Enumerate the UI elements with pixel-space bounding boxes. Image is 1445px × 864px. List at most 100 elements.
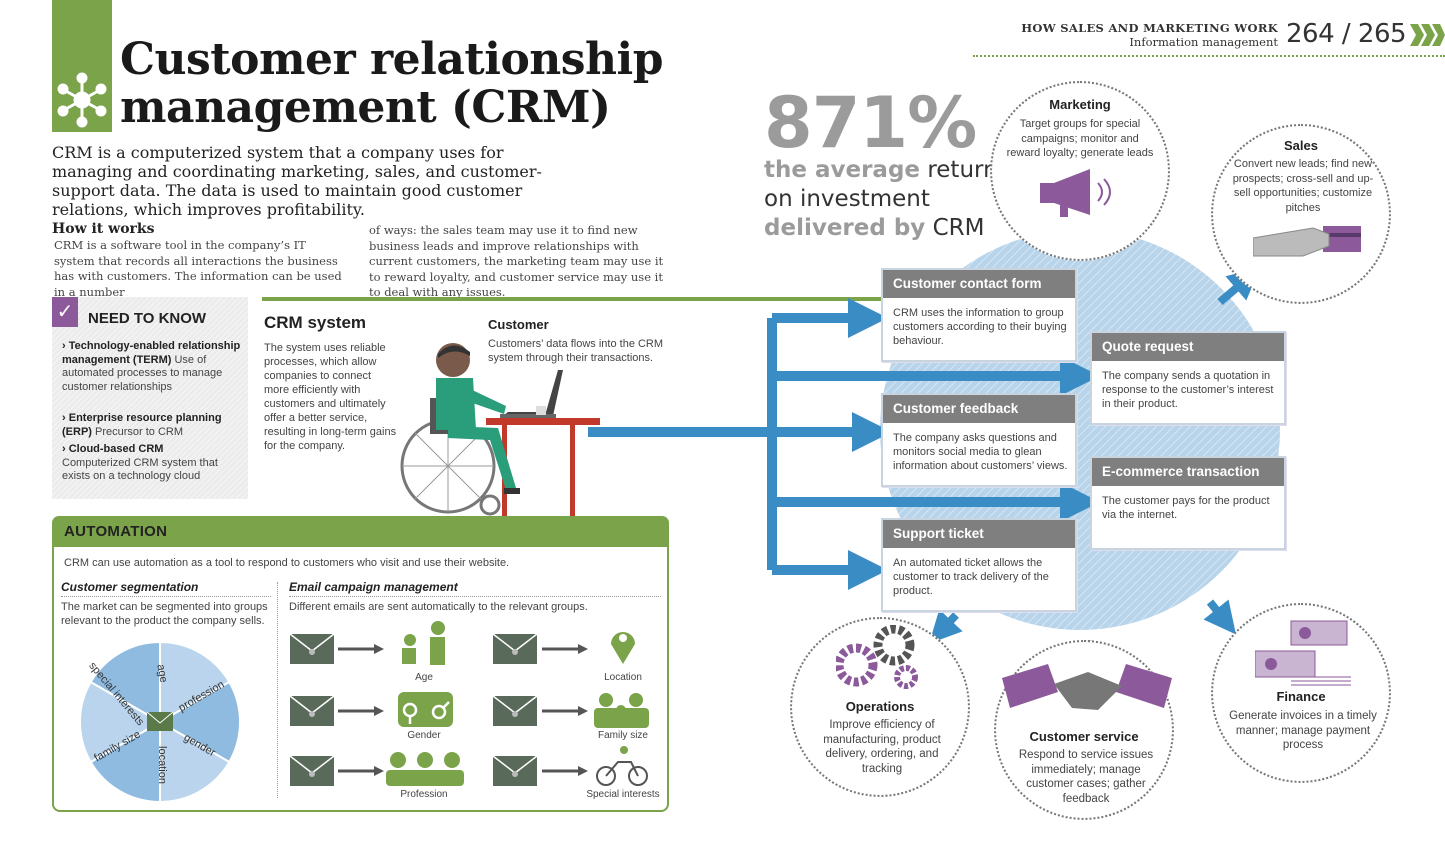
stat-line2: on investment [764,186,930,212]
card-customer-contact-form: Customer contact form CRM uses the infor… [881,268,1077,362]
envelope-icon [492,695,538,727]
marketing-circle: Marketing Target groups for special camp… [990,81,1170,261]
card-text: The company sends a quotation in respons… [1102,370,1274,410]
crm-system-heading: CRM system [264,313,367,332]
circle-text: Generate invoices in a timely manner; ma… [1229,710,1377,751]
card-ecommerce-transaction: E-commerce transaction The customer pays… [1090,456,1286,550]
group-label: Location [604,672,642,683]
stat-line3-grey: delivered by [764,215,926,241]
card-title: Customer feedback [883,395,1075,423]
card-customer-feedback: Customer feedback The company asks quest… [881,393,1077,487]
operations-circle: Operations Improve efficiency of manufac… [790,617,970,797]
wheel-label: location [156,746,168,784]
location-pin-icon [611,632,635,664]
automation-heading: AUTOMATION [64,523,168,540]
need-to-know-heading: NEED TO KNOW [88,310,207,327]
title-line-1: Customer relationship [120,34,664,85]
card-text: The customer pays for the product via th… [1102,495,1270,521]
segmentation-divider [61,596,271,597]
ntk-item: › Enterprise resource planning (ERP) Pre… [62,412,222,438]
intro-paragraph: CRM is a computerized system that a comp… [52,143,542,219]
header-rule [973,55,1445,57]
envelope-icon [492,633,538,665]
card-payment-icon [1253,226,1361,257]
column-divider [277,582,278,798]
how-it-works-col2: of ways: the sales team may use it to fi… [369,223,664,299]
envelope-icon [492,755,538,787]
circle-title: Finance [1276,689,1326,704]
need-to-know-box [52,297,248,499]
group-label: Gender [407,730,441,741]
checkmark-icon: ✓ [52,297,78,327]
circle-title: Marketing [1049,97,1111,112]
banknotes-icon [1255,620,1351,686]
email-envelope-icon [147,712,173,731]
automation-intro: CRM can use automation as a tool to resp… [64,557,510,569]
finance-circle: Finance Generate invoices in a timely ma… [1211,603,1391,783]
section-tab [52,0,112,132]
how-it-works-heading: How it works [52,221,155,237]
group-label: Age [415,672,433,683]
circle-text: Convert new leads; find new prospects; c… [1232,158,1374,214]
circle-title: Customer service [1029,729,1139,744]
group-label: Special interests [586,789,659,800]
handshake-icon [1002,664,1172,710]
gears-icon [836,625,918,689]
circle-title: Operations [845,699,915,714]
running-head-subsection: Information management [1129,35,1278,49]
megaphone-icon [1040,169,1111,217]
card-title: Customer contact form [883,270,1075,298]
card-title: E-commerce transaction [1092,458,1284,486]
group-label: Family size [598,730,648,741]
ntk-item: › Technology-enabled relationship manage… [62,340,241,393]
stat-number: 871% [764,82,977,164]
segmentation-text: The market can be segmented into groups … [61,601,268,627]
stat-line1: return [927,157,998,183]
envelope-icon [289,633,335,665]
card-text: CRM uses the information to group custom… [893,307,1067,347]
card-support-ticket: Support ticket An automated ticket allow… [881,518,1077,612]
envelope-icon [289,755,335,787]
customer-text: Customers’ data flows into the CRM syste… [488,338,664,364]
email-divider [289,596,661,597]
page-title: Customer relationship management (CRM) [120,34,664,133]
customer-service-circle: Customer service Respond to service issu… [994,640,1174,820]
stat-line1-grey: the average [764,157,921,183]
email-campaign-text: Different emails are sent automatically … [289,601,588,613]
segmentation-wheel: age profession gender location family si… [79,641,241,803]
running-head-section: HOW SALES AND MARKETING WORK [1021,21,1278,35]
network-icon [57,72,107,128]
how-it-works-col1: CRM is a software tool in the company’s … [54,238,342,299]
circle-text: Target groups for special campaigns; mon… [1006,118,1154,159]
card-text: The company asks questions and monitors … [893,432,1068,472]
bicycle-icon [596,761,648,786]
chevrons-icon [1410,24,1445,46]
email-campaign-grid: Age Location Gender Family size Professi… [289,621,660,800]
profession-icon [386,752,464,786]
title-line-2: management (CRM) [120,82,611,133]
family-icon [594,693,649,728]
stat-caption: the average return on investment deliver… [764,156,998,243]
circle-text: Improve efficiency of manufacturing, pro… [823,719,941,775]
circle-text: Respond to service issues immediately; m… [1018,749,1154,805]
card-title: Support ticket [883,520,1075,548]
page-numbers: 264 / 265 [1286,19,1407,49]
age-icon [402,621,445,665]
card-title: Quote request [1092,333,1284,361]
crm-system-text: The system uses reliable processes, whic… [264,342,397,452]
crm-rule [262,297,882,301]
circle-title: Sales [1284,138,1318,153]
automation-header [52,516,669,547]
card-quote-request: Quote request The company sends a quotat… [1090,331,1286,425]
group-label: Profession [400,789,447,800]
sales-circle: Sales Convert new leads; find new prospe… [1211,124,1391,304]
card-text: An automated ticket allows the customer … [893,557,1049,597]
wheel-label: age [154,663,169,683]
customer-wheelchair-illustration [400,343,600,517]
customer-heading: Customer [488,317,549,332]
envelope-icon [289,695,335,727]
email-campaign-heading: Email campaign management [289,580,458,594]
running-head: HOW SALES AND MARKETING WORK Information… [1021,21,1278,49]
segmentation-heading: Customer segmentation [61,580,199,594]
